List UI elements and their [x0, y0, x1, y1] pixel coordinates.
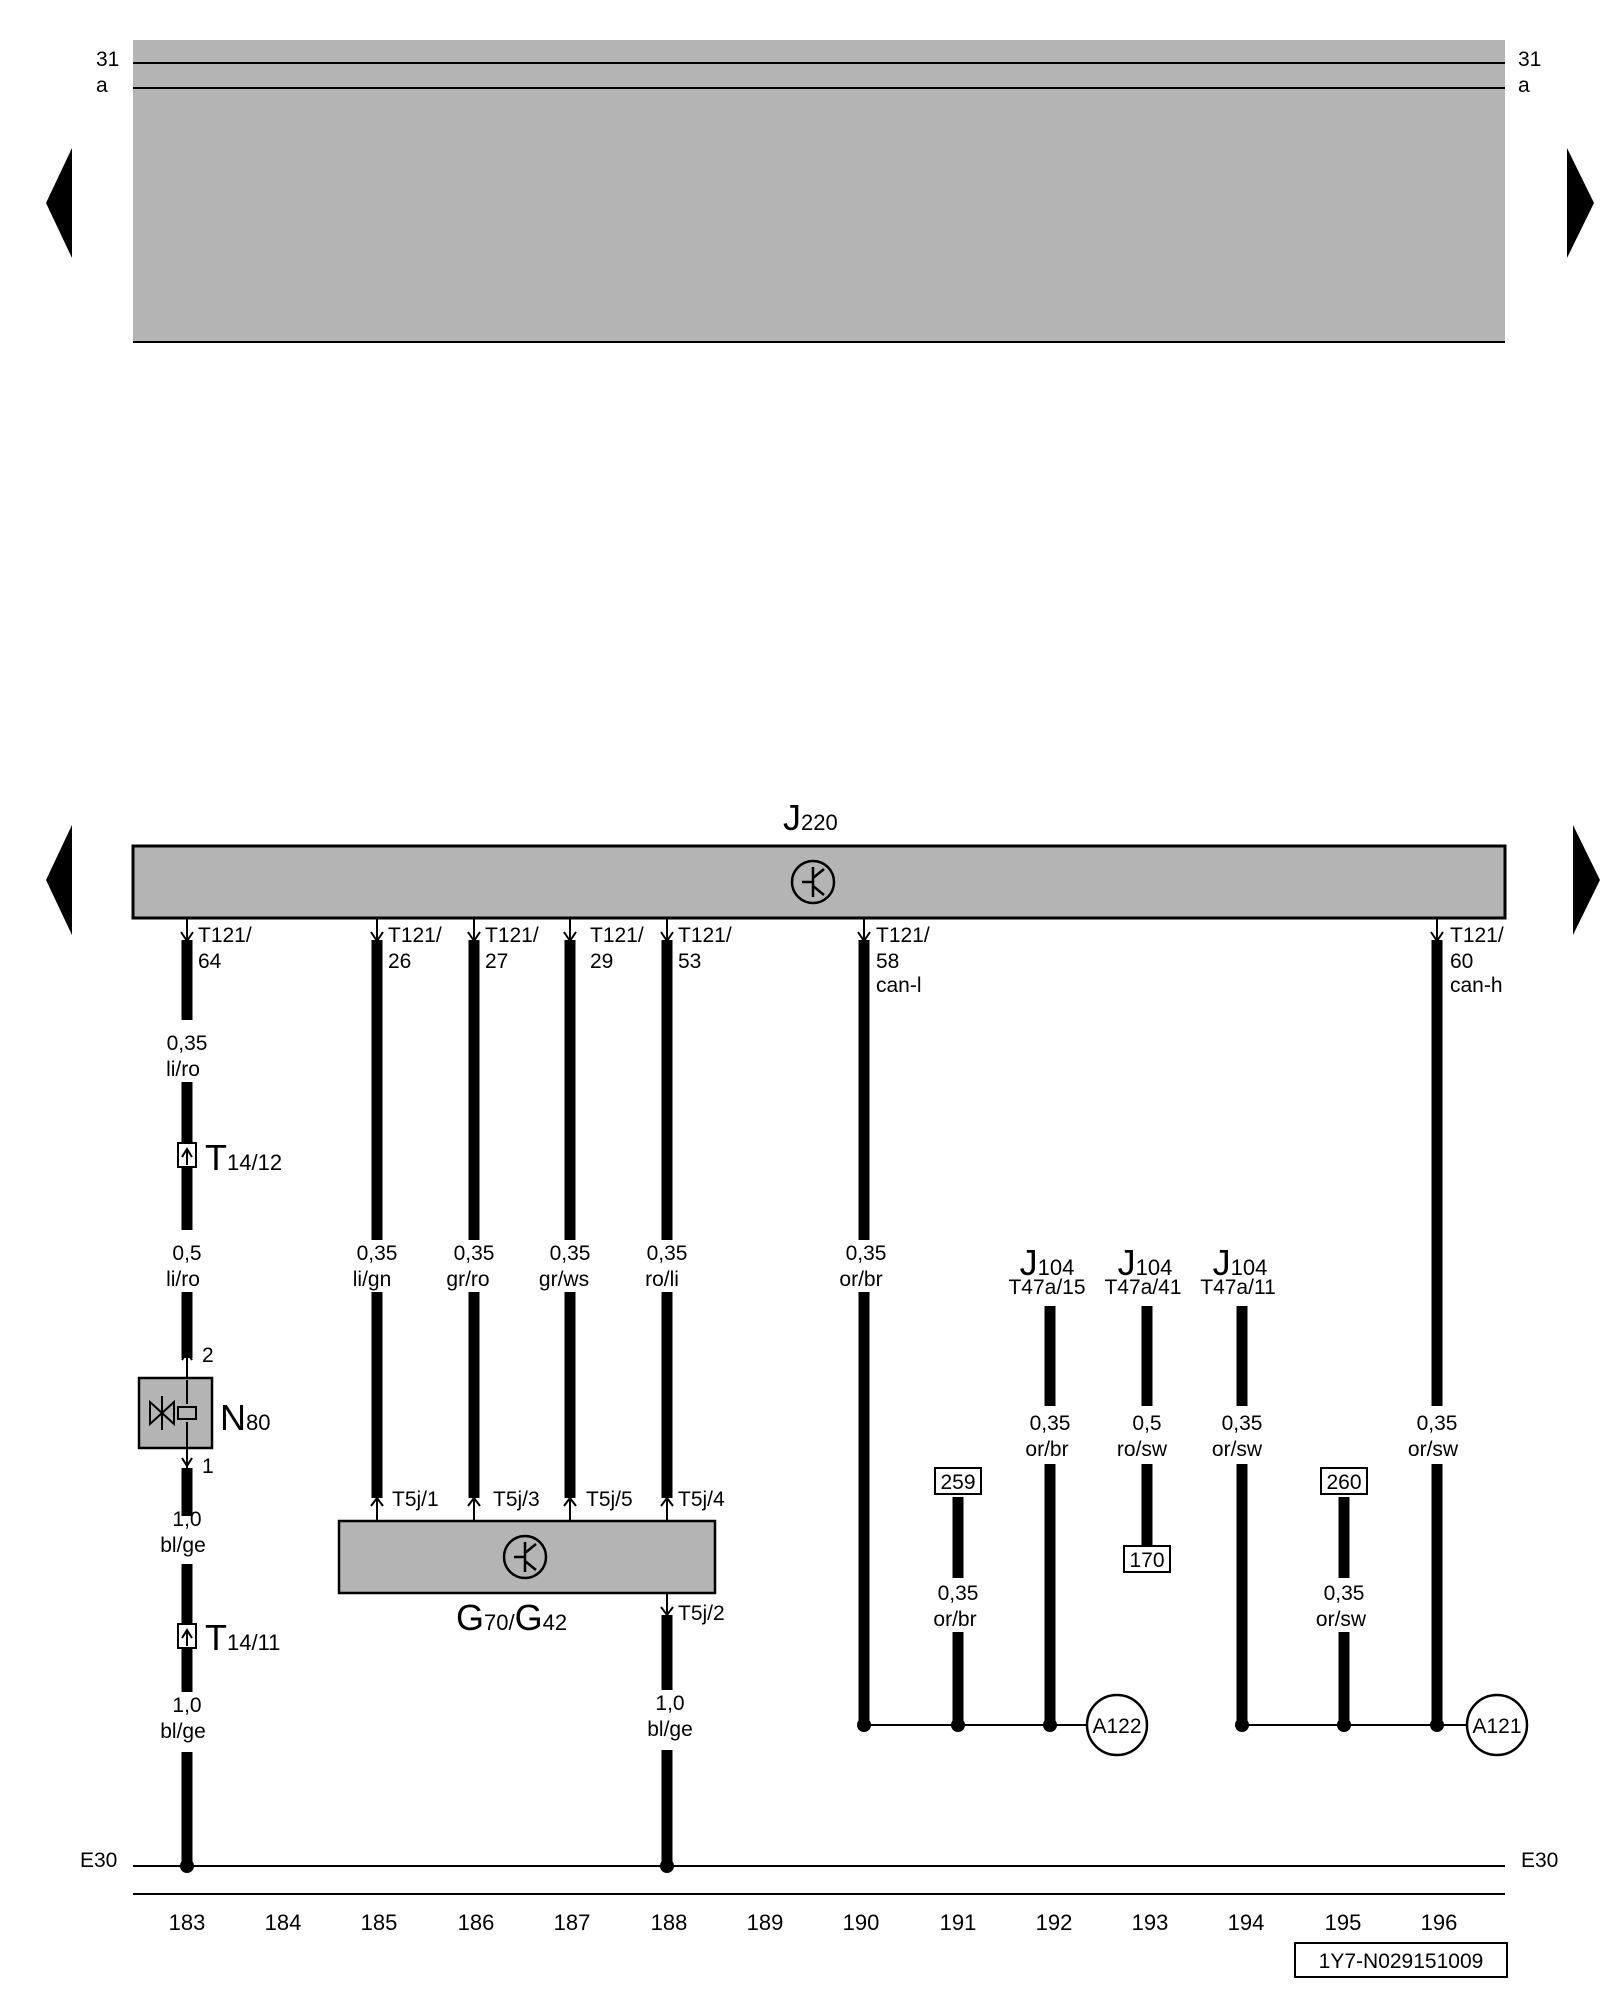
- prev-page-arrow-icon[interactable]: [46, 825, 72, 935]
- connector-t14-12: T14/12: [177, 1128, 282, 1182]
- j104-labels: J104 T47a/15 J104 T47a/41 J104 T47a/11: [1008, 1242, 1275, 1299]
- rail-label-31-left: 31: [96, 48, 119, 71]
- pin-label: T121/29: [590, 924, 644, 973]
- pin-label: T121/27: [485, 924, 539, 973]
- doc-id-box: [1294, 1942, 1508, 1978]
- svg-text:A122: A122: [1092, 1715, 1141, 1738]
- pin-stubs: [186, 918, 1438, 941]
- connector-t14-11: T14/11: [177, 1564, 280, 1692]
- column-number: 192: [1036, 1910, 1073, 1935]
- ref-170: 170: [1129, 1549, 1164, 1572]
- svg-text:N80: N80: [220, 1397, 270, 1438]
- junction-a121[interactable]: A121: [1465, 1693, 1529, 1757]
- column-number: 186: [458, 1910, 495, 1935]
- junction-dots: [857, 1718, 1444, 1732]
- sensor-pin-label: T5j/5: [586, 1488, 633, 1511]
- sensor-pin-label: T5j/3: [493, 1488, 540, 1511]
- valve-n80: 2 1 N80: [137, 1344, 270, 1478]
- sensor-pin-label: T5j/2: [678, 1602, 725, 1625]
- svg-text:T14/12: T14/12: [205, 1137, 282, 1178]
- prev-page-arrow-icon[interactable]: [46, 148, 72, 258]
- column-number: 188: [651, 1910, 688, 1935]
- next-page-arrow-icon[interactable]: [1567, 148, 1594, 258]
- rail-label-a-left: a: [96, 74, 108, 97]
- sensor-label: G70/G42: [456, 1597, 567, 1638]
- column-numbers: 183 184 185 186 187 188 189 190 191 192 …: [169, 1910, 1458, 1935]
- ref-259: 259: [940, 1471, 975, 1494]
- column-number: 189: [747, 1910, 784, 1935]
- column-number: 191: [940, 1910, 977, 1935]
- column-number: 185: [361, 1910, 398, 1935]
- svg-text:J104: J104: [1020, 1242, 1075, 1283]
- column-number: 190: [843, 1910, 880, 1935]
- pin-label: T121/26: [388, 924, 442, 973]
- junction-a122[interactable]: A122: [1085, 1693, 1149, 1757]
- ground-dot: [660, 1859, 674, 1873]
- column-number: 187: [554, 1910, 591, 1935]
- ground-label-left: E30: [80, 1849, 117, 1872]
- sensor-g70-g42: T5j/1 T5j/3 T5j/5 T5j/4 T5j/2 G70/G42: [337, 1488, 725, 1638]
- column-number: 183: [169, 1910, 206, 1935]
- svg-text:T47a/15: T47a/15: [1008, 1276, 1085, 1299]
- column-number: 184: [265, 1910, 302, 1935]
- rail-label-31-right: 31: [1518, 48, 1541, 71]
- svg-text:T47a/11: T47a/11: [1200, 1276, 1276, 1299]
- svg-text:T14/11: T14/11: [205, 1617, 280, 1658]
- ref-260: 260: [1326, 1471, 1361, 1494]
- next-page-arrow-icon[interactable]: [1573, 825, 1600, 935]
- svg-text:J104: J104: [1213, 1242, 1268, 1283]
- sensor-pin-label: T5j/4: [678, 1488, 725, 1511]
- transistor-icon: [502, 1534, 548, 1580]
- svg-text:1: 1: [202, 1455, 214, 1478]
- module-label-j220: J220: [783, 797, 838, 838]
- column-number: 196: [1421, 1910, 1458, 1935]
- column-number: 194: [1228, 1910, 1265, 1935]
- svg-text:T47a/41: T47a/41: [1104, 1276, 1181, 1299]
- module-j220: [131, 844, 1507, 920]
- rail-label-a-right: a: [1518, 74, 1530, 97]
- column-number: 193: [1132, 1910, 1169, 1935]
- pin-arrows: [180, 931, 1444, 943]
- svg-text:A121: A121: [1472, 1715, 1521, 1738]
- column-number: 195: [1325, 1910, 1362, 1935]
- ref-boxes[interactable]: 259 170 260: [934, 1467, 1368, 1573]
- solenoid-valve-icon: [149, 1396, 197, 1430]
- ground-label-right: E30: [1521, 1849, 1558, 1872]
- svg-text:2: 2: [202, 1344, 214, 1367]
- pin-label: T121/53: [678, 924, 732, 973]
- top-panel: [133, 40, 1505, 342]
- wire-group: [181, 940, 1443, 1866]
- pin-label: T121/64: [198, 924, 252, 973]
- ground-dot: [180, 1859, 194, 1873]
- svg-text:J104: J104: [1118, 1242, 1173, 1283]
- sensor-pin-label: T5j/1: [392, 1488, 439, 1511]
- transistor-icon: [790, 859, 836, 905]
- doc-id: 1Y7-N029151009: [1319, 1950, 1484, 1973]
